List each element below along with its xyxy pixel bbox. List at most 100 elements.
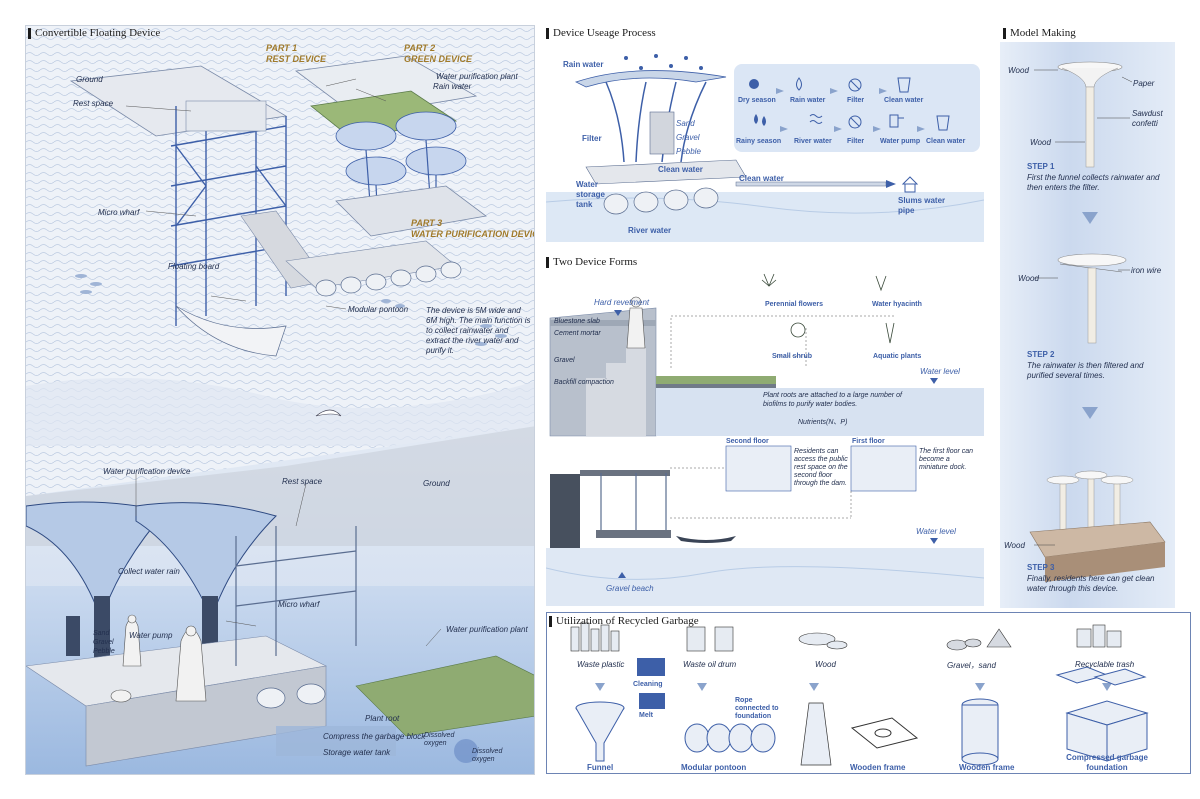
wood-post-icon <box>800 702 832 766</box>
first-floor-label: First floor <box>852 438 885 445</box>
water-pump-label: Water pump <box>129 631 173 640</box>
rainy-water-pump: Water pump <box>880 138 921 145</box>
gabion-icon <box>961 698 999 766</box>
modular-pontoon-label: Modular pontoon <box>348 305 409 314</box>
lower-rest-space-label: Rest space <box>282 477 323 486</box>
usage-river-water: River water <box>628 226 672 235</box>
house-icon <box>901 176 919 193</box>
dissolved-oxygen-1: Dissolved oxygen <box>424 732 455 747</box>
part3-name: WATER PURIFICATION DEVICE <box>411 229 535 239</box>
wood-log-icon <box>798 632 848 650</box>
dissolved-oxygen-2: Dissolved oxygen <box>472 748 503 763</box>
step2-text: The rainwater is then filtered and purif… <box>1027 361 1144 380</box>
wooden-frame-label-1: Wooden frame <box>850 763 906 772</box>
convertible-illustration <box>26 26 534 774</box>
part1-label: PART 1 <box>266 43 298 53</box>
convertible-panel: PART 1 REST DEVICE PART 2 GREEN DEVICE P… <box>25 25 535 775</box>
usage-title: Device Useage Process <box>546 27 656 39</box>
gravel-sand-label: Gravel，sand <box>947 661 996 670</box>
forms-title: Two Device Forms <box>546 256 637 268</box>
first-floor-note: The first floor can become a miniature d… <box>919 448 974 471</box>
lower-water-purification-device-label: Water purification device <box>103 467 191 476</box>
dry-clean-water: Clean water <box>884 97 924 104</box>
flower-icon <box>761 273 777 288</box>
waste-plastic-label: Waste plastic <box>577 660 625 669</box>
cleaning-label: Cleaning <box>633 681 663 688</box>
recyclable-label: Recyclable trash <box>1075 660 1135 669</box>
compress-garbage-label: Compress the garbage block <box>323 732 426 741</box>
compressed-label: Compressed garbage foundation <box>1066 753 1148 772</box>
model-iron-wire: iron wire <box>1131 266 1162 275</box>
model-wood-3: Wood <box>1018 274 1039 283</box>
cup-icon <box>897 77 911 93</box>
nutrients-label: Nutrients(N、P) <box>798 419 848 426</box>
hyacinth-icon <box>875 275 887 292</box>
step3-label: STEP 3 <box>1027 563 1055 572</box>
roots-note: Plant roots are attached to a large numb… <box>763 392 902 408</box>
cement-label: Cement mortar <box>554 330 601 337</box>
sand-gravel-pebble-label: Sand Gravel Pebble <box>93 630 115 655</box>
model-illustration <box>1029 61 1166 582</box>
second-floor-note: Residents can access the public rest spa… <box>794 448 848 487</box>
part3-label: PART 3 <box>411 218 443 228</box>
step1-label: STEP 1 <box>1027 162 1055 171</box>
drop-icon <box>796 77 802 91</box>
hard-revetment-label: Hard revetment <box>594 298 650 307</box>
model-title: Model Making <box>1003 27 1076 39</box>
gravel-icon <box>946 628 1012 651</box>
water-level-2: Water level <box>916 527 956 536</box>
part2-name: GREEN DEVICE <box>404 54 473 64</box>
micro-wharf-label: Micro wharf <box>98 208 140 217</box>
pontoon-icon <box>684 723 776 753</box>
lower-ground-label: Ground <box>423 479 450 488</box>
forms-illustration <box>546 273 984 606</box>
gravel-beach-label: Gravel beach <box>606 584 654 593</box>
second-floor-label: Second floor <box>726 438 769 445</box>
recycled-illustration <box>570 622 1149 766</box>
model-sawdust: Sawdust confetti <box>1132 109 1163 128</box>
trash-icon <box>1076 624 1122 648</box>
sun-icon <box>749 79 759 89</box>
oil-drum-icon <box>686 626 734 652</box>
water-level-1: Water level <box>920 367 960 376</box>
wood-frame-icon <box>850 717 919 749</box>
forms-panel: Hard revetment Bluestone slab Cement mor… <box>546 268 984 608</box>
convertible-title: Convertible Floating Device <box>28 27 160 39</box>
storage-tank-label: Storage water tank <box>323 748 391 757</box>
usage-water-storage-tank: Water storage tank <box>576 180 605 209</box>
usage-filter: Filter <box>582 134 602 143</box>
dry-rain-water: Rain water <box>790 97 826 104</box>
rainy-river-water: River water <box>794 138 832 145</box>
rest-space-label: Rest space <box>73 99 114 108</box>
ground-label: Ground <box>76 75 103 84</box>
dry-filter: Filter <box>847 97 865 104</box>
waves-icon <box>809 114 823 124</box>
part2-label: PART 2 <box>404 43 436 53</box>
filter-icon <box>848 78 862 92</box>
plant-root-label: Plant root <box>365 714 400 723</box>
collect-water-rain-label: Collect water rain <box>118 567 180 576</box>
wood-label: Wood <box>815 660 836 669</box>
perennial-label: Perennial flowers <box>765 301 823 308</box>
floating-board-label: Floating board <box>168 262 220 271</box>
usage-pebble: Pebble <box>676 147 701 156</box>
usage-clean-water: Clean water <box>658 165 703 174</box>
lower-micro-wharf-label: Micro wharf <box>278 600 320 609</box>
part1-name: REST DEVICE <box>266 54 327 64</box>
model-wood-2: Wood <box>1030 138 1051 147</box>
rainy-filter: Filter <box>847 138 865 145</box>
model-panel: Wood Paper Sawdust confetti Wood STEP 1 … <box>1000 42 1175 608</box>
garbage-block-icon <box>1065 700 1149 762</box>
step2-label: STEP 2 <box>1027 350 1055 359</box>
compressed-block-icon <box>1055 666 1147 686</box>
bluestone-label: Bluestone slab <box>554 318 600 325</box>
hyacinth-label: Water hyacinth <box>872 301 922 308</box>
usage-gravel: Gravel <box>676 133 700 142</box>
lower-water-purification-plant-label: Water purification plant <box>446 625 528 634</box>
filter-icon-2 <box>848 115 862 129</box>
bottles-icon <box>570 622 620 652</box>
usage-sand: Sand <box>676 119 695 128</box>
funnel-icon <box>575 701 625 762</box>
gravel-label: Gravel <box>554 357 575 364</box>
model-paper: Paper <box>1133 79 1155 88</box>
